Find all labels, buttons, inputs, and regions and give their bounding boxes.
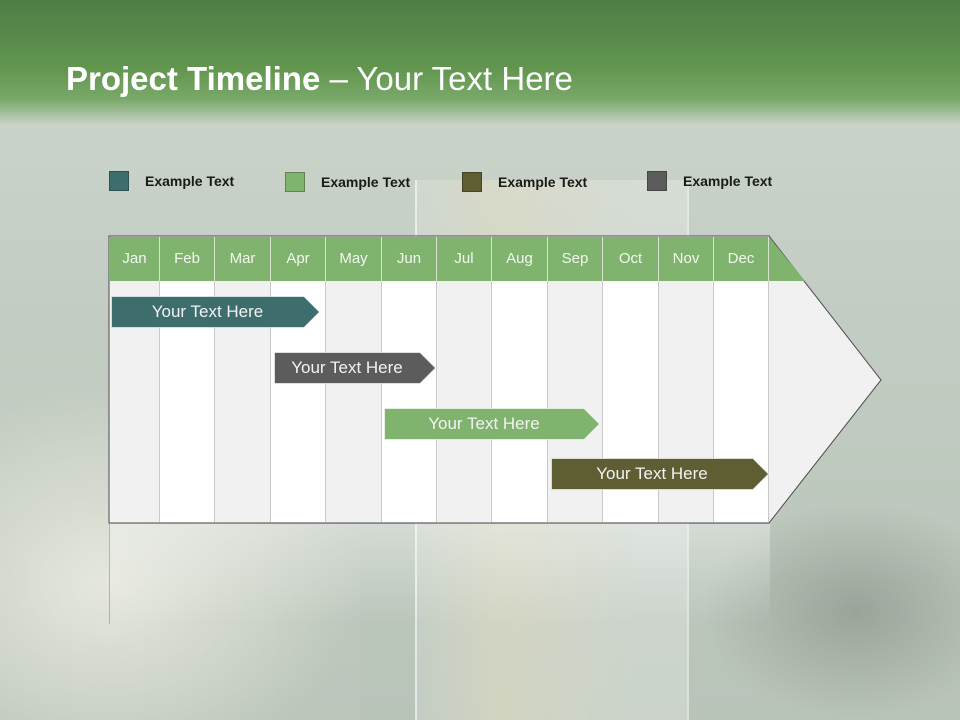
month-label: Apr [271, 237, 326, 281]
legend-label: Example Text [498, 174, 588, 190]
month-column [492, 281, 548, 522]
task-bar-label: Your Text Here [151, 302, 264, 321]
month-label: Dec [714, 237, 769, 281]
month-label: Mar [215, 237, 271, 281]
background-tools [700, 500, 960, 720]
month-column [326, 281, 382, 522]
task-bar[interactable]: Your Text Here [274, 352, 436, 384]
legend-swatch [109, 171, 129, 191]
month-column [437, 281, 492, 522]
task-bar[interactable]: Your Text Here [111, 296, 320, 328]
month-label: Feb [160, 237, 215, 281]
month-label: Oct [603, 237, 659, 281]
month-label: Jan [110, 237, 160, 281]
legend-label: Example Text [321, 174, 411, 190]
legend-swatch [462, 172, 482, 192]
legend-label: Example Text [683, 173, 773, 189]
title-bar [0, 0, 960, 125]
timeline-reflection [109, 524, 770, 624]
legend-swatch [647, 171, 667, 191]
title-bold: Project Timeline [66, 60, 321, 97]
month-label: Nov [659, 237, 714, 281]
month-label: May [326, 237, 382, 281]
task-bar-label: Your Text Here [596, 464, 708, 483]
month-label: Aug [492, 237, 548, 281]
month-label: Jun [382, 237, 437, 281]
legend-swatch [285, 172, 305, 192]
task-bar-label: Your Text Here [428, 414, 540, 433]
task-bar[interactable]: Your Text Here [384, 408, 600, 440]
title-rest: – Your Text Here [320, 60, 573, 97]
slide-title[interactable]: Project Timeline – Your Text Here [66, 60, 573, 98]
month-column [382, 281, 437, 522]
legend-label: Example Text [145, 173, 235, 189]
task-bar-label: Your Text Here [291, 358, 403, 377]
month-label: Sep [548, 237, 603, 281]
month-label: Jul [437, 237, 492, 281]
task-bar[interactable]: Your Text Here [551, 458, 769, 490]
